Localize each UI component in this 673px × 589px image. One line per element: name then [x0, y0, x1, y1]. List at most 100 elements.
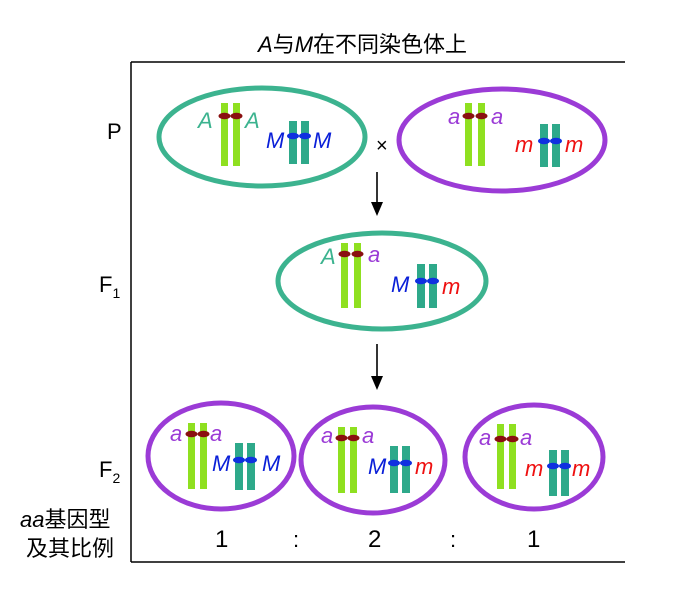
ratio-label-line2: 及其比例 — [26, 536, 114, 561]
centromere-a-left — [218, 112, 231, 120]
allele-label-left-m: M — [266, 128, 285, 153]
cell-f2-2: a a M m — [298, 404, 448, 516]
chromosome-m-left — [549, 450, 557, 496]
cross-symbol: × — [376, 135, 388, 157]
chromosome-m-right — [552, 124, 560, 167]
allele-label-right-m: M — [313, 128, 332, 153]
centromere-a-right — [230, 112, 243, 120]
chromosome-m-right — [402, 446, 410, 493]
generation-label-f1: F1 — [99, 272, 120, 301]
diagram-title: A与M在不同染色体上 — [256, 32, 467, 57]
cell-membrane — [298, 404, 448, 516]
chromosome-a-left — [497, 424, 504, 489]
chromosome-a-left — [221, 103, 228, 166]
centromere-m-left — [415, 277, 427, 285]
centromere-a-right — [351, 250, 364, 258]
cell-f2-1: a a M M — [145, 400, 297, 512]
chromosome-m-left — [390, 446, 398, 493]
chromosome-a-left — [338, 427, 345, 493]
allele-label-left-a: a — [479, 425, 491, 450]
generation-label-p: P — [107, 119, 122, 144]
chromosome-a-left — [341, 243, 348, 308]
centromere-a-right — [475, 112, 488, 120]
allele-label-left-m: m — [525, 456, 543, 481]
centromere-a-left — [185, 430, 198, 438]
centromere-a-right — [506, 435, 519, 443]
allele-label-right-m: m — [565, 132, 583, 157]
chromosome-a-right — [350, 427, 357, 493]
centromere-m-left — [388, 459, 400, 467]
cell-membrane — [462, 402, 606, 512]
cell-membrane — [145, 400, 297, 512]
chromosome-m-right — [429, 264, 437, 308]
chromosome-a-right — [509, 424, 516, 489]
generation-label-f2: F2 — [99, 457, 120, 486]
allele-label-left-a: a — [321, 423, 333, 448]
allele-label-right-a: a — [362, 423, 374, 448]
centromere-a-left — [494, 435, 507, 443]
allele-label-left-a: A — [319, 244, 336, 269]
chromosome-m-right — [301, 121, 309, 164]
chromosome-m-left — [235, 443, 243, 490]
chromosome-a-left — [188, 423, 195, 489]
ratio-value-first: 1 — [215, 526, 228, 553]
chromosome-a-right — [233, 103, 240, 166]
chromosome-a-right — [200, 423, 207, 489]
centromere-m-right — [245, 456, 257, 464]
chromosome-m-left — [289, 121, 297, 164]
allele-label-left-m: m — [515, 132, 533, 157]
cell-p-left: A A M M — [156, 85, 368, 189]
centromere-m-left — [538, 137, 550, 145]
ratio-label-line1: aa基因型 — [20, 507, 111, 532]
centromere-a-right — [197, 430, 210, 438]
chromosome-m-left — [540, 124, 548, 167]
centromere-m-right — [427, 277, 439, 285]
arrow-f1-to-f2 — [371, 344, 383, 390]
chromosome-a-right — [354, 243, 361, 308]
chromosome-m-right — [561, 450, 569, 496]
cell-membrane — [275, 230, 489, 332]
ratio-value-second: 2 — [368, 526, 381, 553]
allele-label-left-a: a — [448, 104, 460, 129]
allele-label-right-a: a — [368, 242, 380, 267]
allele-label-right-m: m — [442, 274, 460, 299]
allele-label-left-a: a — [170, 421, 182, 446]
allele-label-right-m: M — [262, 451, 281, 476]
allele-label-right-m: m — [572, 456, 590, 481]
cell-p-right: a a m m — [396, 86, 608, 194]
centromere-m-left — [287, 132, 299, 140]
cell-f1: A a M m — [275, 230, 489, 332]
allele-label-right-a: A — [243, 108, 260, 133]
cell-f2-3: a a m m — [462, 402, 606, 512]
centromere-m-right — [559, 462, 571, 470]
centromere-a-left — [338, 250, 351, 258]
centromere-m-right — [400, 459, 412, 467]
cell-membrane — [396, 86, 608, 194]
arrow-p-to-f1 — [371, 172, 383, 216]
allele-label-left-a: A — [196, 108, 213, 133]
chromosome-a-right — [478, 103, 485, 166]
ratio-separator-2: : — [450, 527, 456, 552]
ratio-separator-1: : — [293, 527, 299, 552]
allele-label-right-m: m — [415, 454, 433, 479]
centromere-a-left — [335, 434, 348, 442]
cell-membrane — [156, 85, 368, 189]
allele-label-right-a: a — [491, 104, 503, 129]
centromere-a-left — [462, 112, 475, 120]
centromere-m-left — [547, 462, 559, 470]
chromosome-m-right — [247, 443, 255, 490]
centromere-m-left — [233, 456, 245, 464]
centromere-m-right — [550, 137, 562, 145]
allele-label-right-a: a — [520, 425, 532, 450]
allele-label-left-m: M — [391, 272, 410, 297]
chromosome-a-left — [465, 103, 472, 166]
allele-label-right-a: a — [210, 421, 222, 446]
chromosome-m-left — [417, 264, 425, 308]
allele-label-left-m: M — [212, 451, 231, 476]
centromere-a-right — [347, 434, 360, 442]
centromere-m-right — [299, 132, 311, 140]
allele-label-left-m: M — [368, 454, 387, 479]
ratio-value-third: 1 — [527, 526, 540, 553]
